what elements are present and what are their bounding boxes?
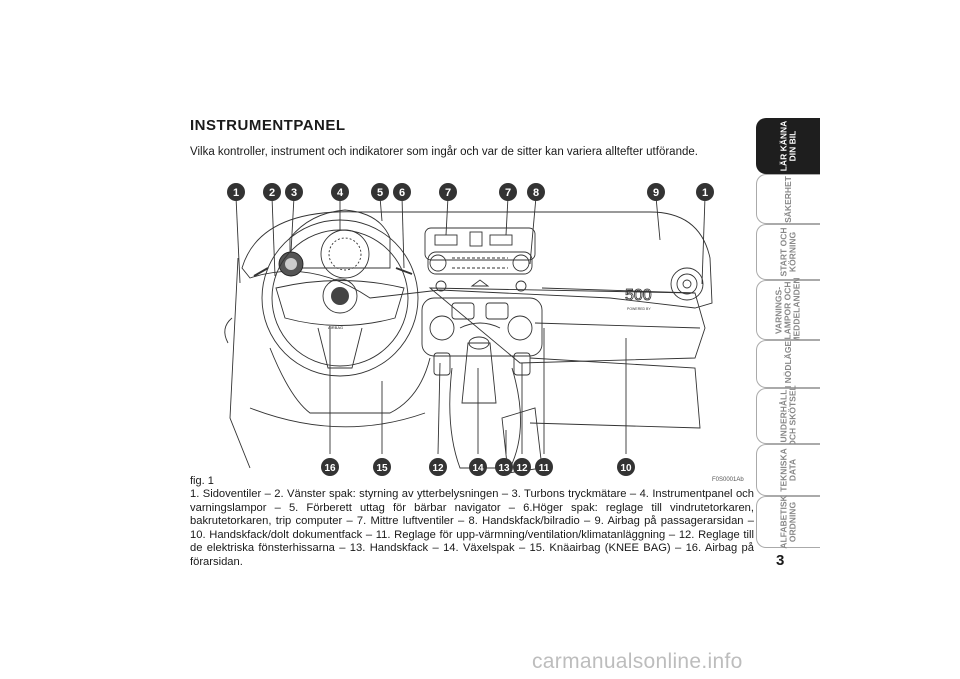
callout-9: 9 bbox=[653, 187, 659, 199]
watermark: carmanualsonline.info bbox=[532, 650, 743, 673]
figure-caption: 1. Sidoventiler – 2. Vänster spak: styrn… bbox=[190, 488, 754, 568]
section-subtitle: Vilka kontroller, instrument och indikat… bbox=[190, 146, 698, 158]
tab-label: VARNINGS- LAMPOR OCH MEDDELANDEN bbox=[774, 276, 802, 344]
callout-7a: 7 bbox=[445, 187, 451, 199]
callout-4: 4 bbox=[337, 187, 344, 199]
section-title: INSTRUMENTPANEL bbox=[190, 117, 346, 134]
callout-12a: 12 bbox=[432, 463, 444, 474]
tab-label: ALFABETISK ORDNING bbox=[778, 495, 798, 549]
callout-15: 15 bbox=[376, 463, 388, 474]
callout-8: 8 bbox=[533, 187, 539, 199]
callout-6: 6 bbox=[399, 187, 405, 199]
tab-label: TEKNISKA DATA bbox=[778, 448, 798, 492]
callout-10: 10 bbox=[620, 463, 632, 474]
callout-14: 14 bbox=[472, 463, 484, 474]
callout-5: 5 bbox=[377, 187, 383, 199]
center-vents bbox=[424, 227, 536, 261]
callout-1b: 1 bbox=[702, 187, 708, 199]
callout-2: 2 bbox=[269, 187, 275, 199]
page-number: 3 bbox=[776, 552, 785, 569]
callout-13: 13 bbox=[498, 463, 510, 474]
radio bbox=[427, 251, 533, 275]
tab-i-nodlage[interactable]: I NÖDLÄGE bbox=[756, 340, 820, 388]
dashboard-figure: AIRBAG 500 POWERED BY 1 2 3 4 5 6 7 7 8 … bbox=[224, 183, 714, 476]
logo-number: 500 bbox=[625, 287, 652, 304]
passenger-glovebox bbox=[534, 322, 701, 329]
airbag-label: AIRBAG bbox=[328, 325, 343, 330]
tab-label: LÄR KÄNNA DIN BIL bbox=[778, 120, 798, 172]
dashboard-outline bbox=[241, 211, 713, 309]
powered-by: POWERED BY bbox=[627, 307, 651, 311]
callout-7b: 7 bbox=[505, 187, 511, 199]
tab-label: START OCH KÖRNING bbox=[778, 227, 798, 277]
right-vent bbox=[670, 267, 704, 301]
tab-label: UNDERHÅLL OCH SKÖTSEL bbox=[778, 385, 798, 447]
gear-lever bbox=[461, 342, 497, 404]
tab-lar-kanna-din-bil[interactable]: LÄR KÄNNA DIN BIL bbox=[756, 118, 820, 174]
tab-varningslampor[interactable]: VARNINGS- LAMPOR OCH MEDDELANDEN bbox=[756, 276, 820, 344]
tab-sakerhet[interactable]: SÄKERHET bbox=[756, 174, 820, 224]
tab-tekniska-data[interactable]: TEKNISKA DATA bbox=[756, 444, 820, 496]
tab-underhall[interactable]: UNDERHÅLL OCH SKÖTSEL bbox=[756, 385, 820, 447]
callout-11: 11 bbox=[539, 463, 550, 474]
figure-label: fig. 1 bbox=[190, 475, 214, 487]
callout-16: 16 bbox=[324, 463, 336, 474]
callout-1: 1 bbox=[233, 187, 239, 199]
tab-label: SÄKERHET bbox=[782, 175, 793, 223]
tab-start-och-korning[interactable]: START OCH KÖRNING bbox=[756, 224, 820, 280]
tab-alfabetisk-ordning[interactable]: ALFABETISK ORDNING bbox=[756, 495, 820, 549]
figure-code: F0S0001Ab bbox=[712, 477, 744, 483]
callout-3: 3 bbox=[291, 187, 297, 199]
callout-12b: 12 bbox=[516, 463, 528, 474]
tab-label: I NÖDLÄGE bbox=[782, 340, 793, 388]
climate-controls bbox=[421, 297, 543, 357]
